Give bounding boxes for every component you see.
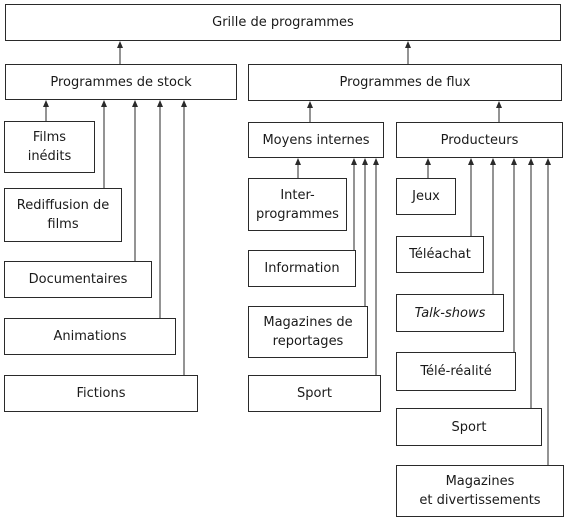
internal-means-label: Moyens internes: [262, 132, 370, 148]
producer-item-label: Jeux: [412, 189, 440, 204]
arrow-flux-to-root: [405, 41, 411, 64]
stock-item-label: Animations: [53, 329, 127, 344]
arrow-animations-to-stock: [157, 100, 163, 318]
flow-programs-node: Programmes de flux: [248, 64, 562, 101]
arrow-producers-to-flux: [496, 101, 502, 122]
producer-item-label: Talk-shows: [414, 305, 486, 321]
producer-item-tele-realite: Télé-réalité: [396, 352, 516, 391]
root-label: Grille de programmes: [212, 15, 354, 30]
stock-item-label: Films inédits: [27, 130, 72, 164]
stock-programs-node: Programmes de stock: [5, 64, 237, 100]
stock-item-films-inedits: Films inédits: [4, 121, 95, 173]
arrow-talkshows-to-producers: [490, 158, 496, 294]
stock-item-label: Fictions: [76, 386, 126, 401]
producer-item-label: Téléachat: [409, 247, 471, 262]
internal-item-label: Magazines de reportages: [263, 315, 353, 349]
producer-item-sport: Sport: [396, 408, 542, 446]
stock-item-label: Rediffusion de films: [16, 198, 110, 232]
stock-item-rediffusion: Rediffusion de films: [4, 188, 122, 242]
stock-item-documentaires: Documentaires: [4, 261, 152, 298]
internal-means-node: Moyens internes: [248, 122, 384, 158]
flow-programs-label: Programmes de flux: [339, 75, 471, 90]
producer-item-teleachat: Téléachat: [396, 236, 484, 273]
arrow-rediffusion-to-stock: [101, 100, 107, 188]
producer-item-label: Sport: [451, 419, 487, 435]
arrow-sport-to-internal: [373, 158, 379, 375]
arrow-sport-to-producers: [528, 158, 534, 408]
producer-item-magazines-divertissements: Magazines et divertissements: [396, 465, 564, 517]
producers-node: Producteurs: [396, 122, 563, 158]
internal-item-information: Information: [248, 250, 356, 287]
internal-item-interprogrammes: Inter- programmes: [248, 178, 347, 231]
arrow-films-to-stock: [43, 100, 49, 121]
producer-item-talk-shows: Talk-shows: [396, 294, 504, 332]
internal-item-label: Inter- programmes: [256, 187, 339, 222]
arrow-magazines-div-to-producers: [545, 158, 551, 465]
arrow-information-to-internal: [351, 158, 357, 250]
producers-label: Producteurs: [440, 132, 519, 148]
arrow-magazines-to-internal: [362, 158, 368, 306]
arrow-internal-to-flux: [307, 101, 313, 122]
arrow-jeux-to-producers: [425, 158, 431, 178]
producer-item-jeux: Jeux: [396, 178, 456, 215]
stock-item-label: Documentaires: [28, 272, 128, 287]
arrow-stock-to-root: [117, 41, 123, 64]
arrow-telerealite-to-producers: [511, 158, 517, 352]
internal-item-sport: Sport: [248, 375, 381, 412]
root-node: Grille de programmes: [5, 4, 561, 41]
stock-item-animations: Animations: [4, 318, 176, 355]
internal-item-label: Sport: [297, 386, 332, 401]
arrow-documentaires-to-stock: [132, 100, 138, 261]
arrow-interprog-to-internal: [295, 158, 301, 178]
stock-programs-label: Programmes de stock: [50, 74, 192, 90]
stock-item-fictions: Fictions: [4, 375, 198, 412]
internal-item-label: Information: [264, 261, 340, 276]
arrow-teleachat-to-producers: [468, 158, 474, 236]
internal-item-magazines-reportages: Magazines de reportages: [248, 306, 368, 358]
producer-item-label: Télé-réalité: [420, 364, 492, 379]
arrow-fictions-to-stock: [181, 100, 187, 375]
producer-item-label: Magazines et divertissements: [419, 474, 541, 508]
